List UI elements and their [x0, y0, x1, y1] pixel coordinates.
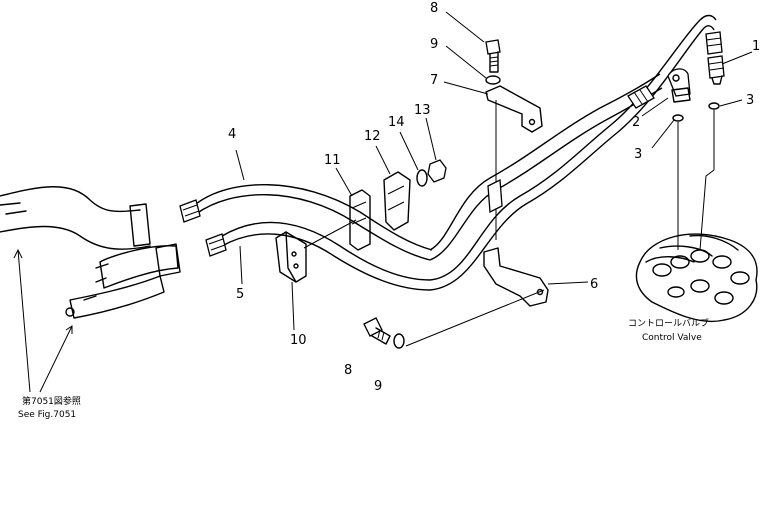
control-valve-label-en: Control Valve [642, 333, 702, 343]
bracket-7 [485, 85, 543, 240]
o-ring-3-left [672, 114, 684, 122]
callout-6: 6 [590, 277, 598, 292]
callout-2: 2 [632, 115, 640, 130]
washer-14 [416, 169, 428, 187]
o-ring-leader-right [699, 110, 715, 251]
callout-3-right: 3 [746, 93, 754, 108]
callout-leaders [13, 11, 753, 393]
callout-14: 14 [388, 115, 405, 130]
callout-10: 10 [290, 333, 307, 348]
callout-12: 12 [364, 129, 381, 144]
bolt-8-bottom [363, 317, 391, 345]
bolt-8-top [485, 39, 501, 73]
elbow-2 [667, 68, 691, 103]
clamp-12 [383, 171, 411, 231]
left-cylinder-assembly [0, 186, 181, 319]
clamp-10 [275, 219, 357, 283]
callout-11: 11 [324, 153, 341, 168]
callout-9-bottom: 9 [374, 379, 382, 394]
washer-9-top [485, 75, 501, 85]
callout-4: 4 [228, 127, 236, 142]
callout-5: 5 [236, 287, 244, 302]
control-valve [635, 233, 758, 323]
see-fig-note-en: See Fig.7051 [18, 410, 76, 420]
callout-13: 13 [414, 103, 431, 118]
see-fig-note-jp: 第7051図参照 [22, 395, 81, 407]
control-valve-label-jp: コントロールバルブ [628, 317, 709, 329]
callout-8-top: 8 [430, 1, 438, 16]
callout-9-top: 9 [430, 37, 438, 52]
callout-8-bottom: 8 [344, 363, 352, 378]
bolt-leader-bottom [405, 289, 545, 347]
hose-4 [179, 184, 433, 261]
fitting-1 [705, 31, 725, 85]
callout-1: 1 [752, 39, 760, 54]
bracket-6 [483, 247, 549, 307]
steel-pipes [429, 14, 717, 291]
callout-7: 7 [430, 73, 438, 88]
callout-3-left: 3 [634, 147, 642, 162]
clamp-11 [349, 189, 371, 251]
o-ring-3-right [708, 102, 720, 110]
washer-9-bottom [393, 333, 405, 349]
nut-13 [427, 159, 447, 183]
hose-5 [205, 221, 431, 291]
